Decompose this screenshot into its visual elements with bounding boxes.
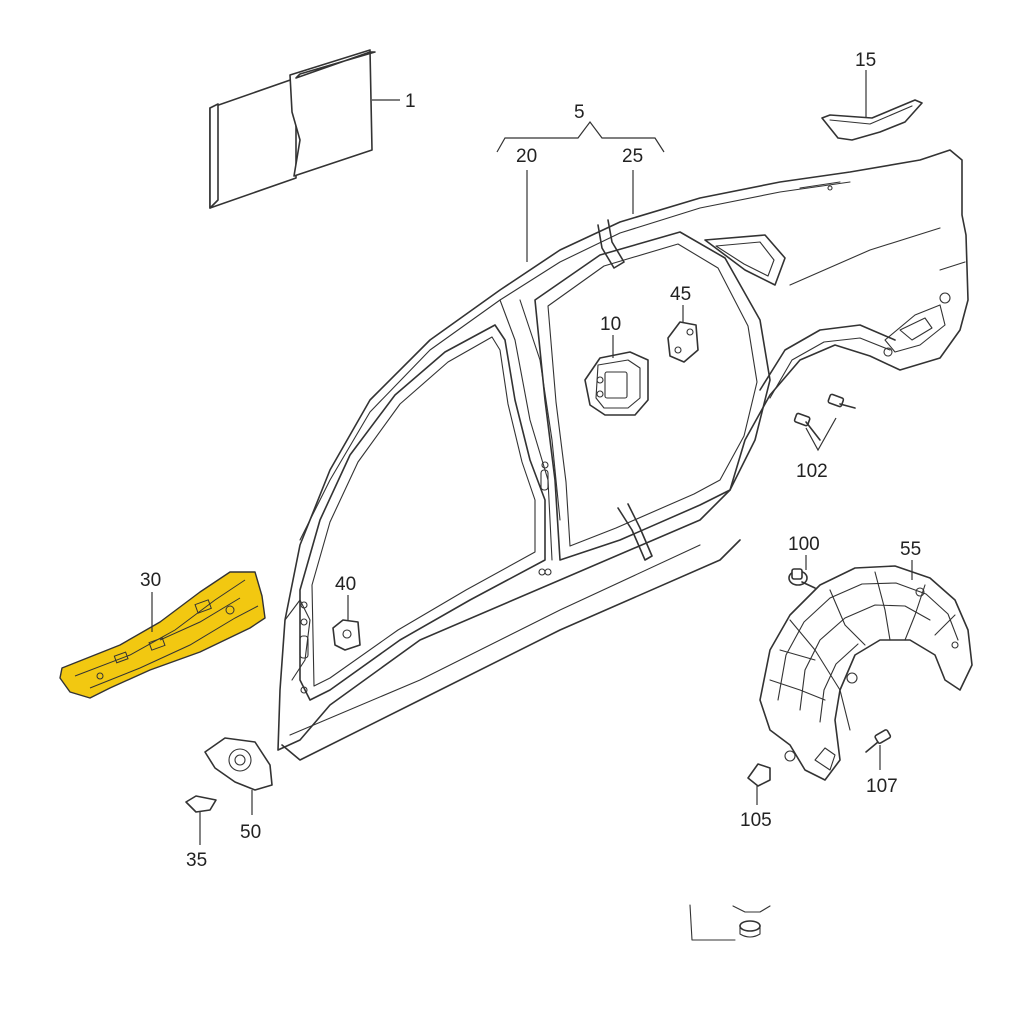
part-50-jack-bracket[interactable] [204, 737, 273, 815]
part-40-bracket[interactable] [332, 595, 361, 651]
callout-45: 45 [670, 284, 691, 305]
callout-35: 35 [186, 850, 207, 871]
partial-cap-part [689, 904, 771, 941]
callout-107: 107 [866, 776, 898, 797]
part-55-wheel-liner[interactable] [759, 560, 973, 781]
part-45-plate[interactable] [667, 305, 699, 363]
callout-102: 102 [796, 461, 828, 482]
callout-105: 105 [740, 810, 772, 831]
part-35-clip[interactable] [185, 795, 217, 845]
callout-55: 55 [900, 539, 921, 560]
part-10-bracket[interactable] [584, 335, 649, 416]
part-107-screw[interactable] [865, 729, 892, 770]
callout-25: 25 [622, 146, 643, 167]
callout-20: 20 [516, 146, 537, 167]
callout-15: 15 [855, 50, 876, 71]
part-15-trim-strip[interactable] [821, 70, 923, 141]
callout-40: 40 [335, 574, 356, 595]
part-20-side-panel[interactable] [277, 149, 969, 761]
part-1-insulation-pads[interactable] [209, 49, 400, 209]
part-100-clip[interactable] [788, 555, 816, 589]
part-30-side-member-highlighted[interactable] [59, 571, 266, 699]
callout-5: 5 [574, 102, 585, 123]
callout-10: 10 [600, 314, 621, 335]
callout-30: 30 [140, 570, 161, 591]
part-105-clip[interactable] [747, 750, 796, 805]
callout-bracket-5 [496, 121, 665, 153]
callout-1: 1 [405, 91, 416, 112]
callout-100: 100 [788, 534, 820, 555]
callout-50: 50 [240, 822, 261, 843]
part-102-bolts[interactable] [793, 393, 856, 452]
